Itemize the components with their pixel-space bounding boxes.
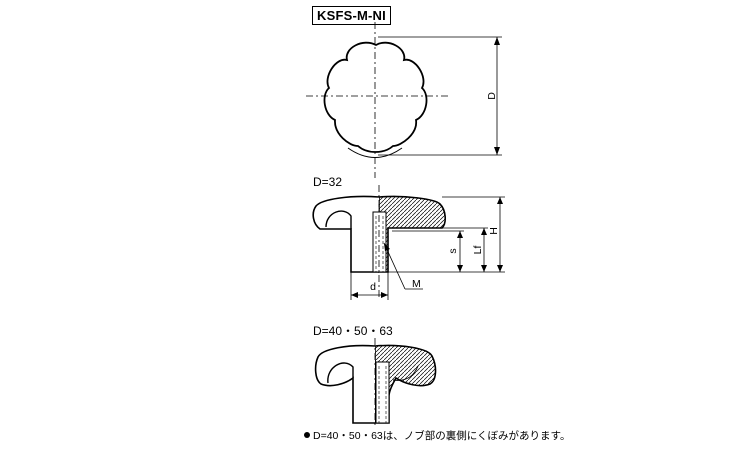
d32-view-title: D=32 (313, 175, 343, 189)
lobe-recess-curve-large (327, 362, 354, 384)
d40-view-title: D=40・50・63 (313, 324, 393, 338)
side-view-d40-50-63 (314, 338, 437, 428)
side-view-d32: s Lf H d (312, 185, 505, 300)
dimension-h (497, 197, 503, 272)
bullet-icon (304, 432, 310, 438)
dim-label-h: H (488, 227, 500, 235)
threaded-insert (372, 211, 387, 273)
footnote: D=40・50・63は、ノブ部の裏側にくぼみがあります。 (304, 428, 571, 443)
dim-label-lf: Lf (472, 246, 484, 255)
top-view-centerlines (306, 22, 450, 178)
dimension-s (457, 231, 463, 272)
underside-recess (392, 365, 419, 381)
lobe-recess-curve (325, 210, 352, 229)
dimension-lf (481, 228, 487, 272)
thread-leader-m (383, 242, 423, 290)
knob-exterior-left (312, 195, 380, 273)
section-hatch-right-large (374, 344, 437, 424)
star-knob-outline (323, 41, 428, 153)
threaded-insert-large (375, 361, 390, 424)
model-code-label: KSFS-M-NI (312, 6, 391, 25)
footnote-text: D=40・50・63は、ノブ部の裏側にくぼみがあります。 (313, 430, 571, 442)
section-hatch-right (378, 195, 446, 273)
top-view: D (306, 22, 502, 178)
knob-exterior-left-large (314, 344, 376, 424)
dim-label-s: s (447, 248, 459, 253)
dim-label-d: D (486, 92, 498, 100)
dim-label-d-bore: d (370, 281, 376, 293)
dimension-d (378, 36, 502, 156)
dim-label-m: M (412, 278, 421, 290)
